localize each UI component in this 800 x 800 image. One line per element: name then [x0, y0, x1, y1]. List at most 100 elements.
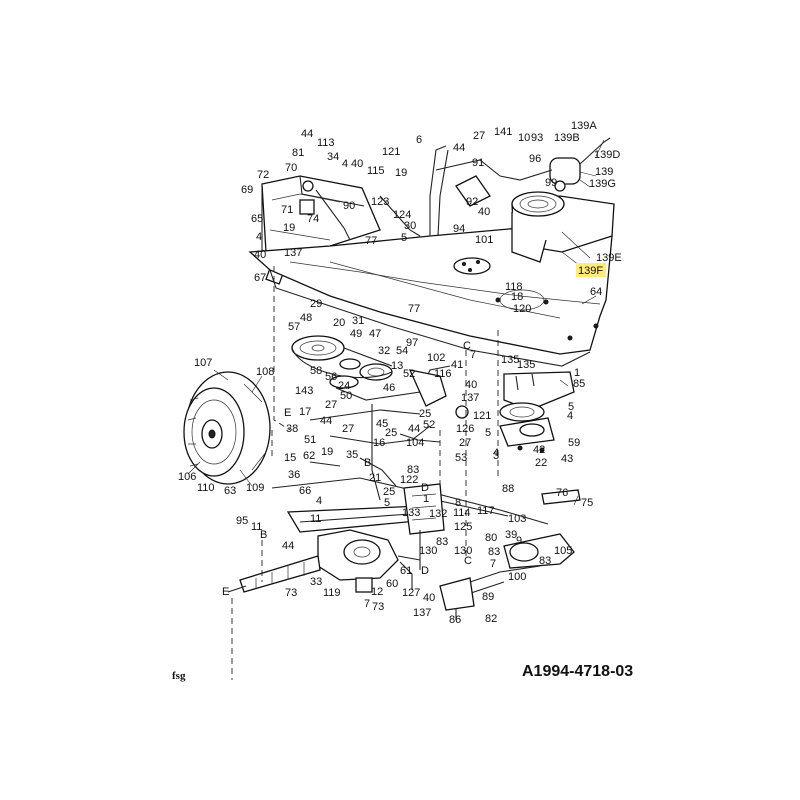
- callout-label: 43: [561, 453, 573, 465]
- callout-label: 31: [352, 315, 364, 327]
- callout-label: 36: [288, 469, 300, 481]
- callout-label: 83: [407, 464, 419, 476]
- callout-label: 91: [472, 157, 484, 169]
- callout-label: B: [260, 529, 267, 541]
- callout-label: 44: [282, 540, 294, 552]
- callout-label: 58: [310, 365, 322, 377]
- callout-label: 93: [531, 132, 543, 144]
- callout-label: 44: [408, 423, 420, 435]
- callout-label: 73: [372, 601, 384, 613]
- callout-label: 20: [333, 317, 345, 329]
- callout-label: 73: [285, 587, 297, 599]
- callout-label: 102: [427, 352, 445, 364]
- callout-label: 10: [518, 132, 530, 144]
- rear-wheel: [183, 371, 271, 485]
- callout-label: 1: [423, 493, 429, 505]
- callout-label: 95: [236, 515, 248, 527]
- callout-label: 45: [376, 418, 388, 430]
- callout-label: 44: [453, 142, 465, 154]
- callout-label: 53: [455, 452, 467, 464]
- pulley-belt-assembly: [291, 335, 469, 501]
- callout-label: 48: [300, 312, 312, 324]
- callout-label: 132: [429, 508, 447, 520]
- callout-label: 139: [595, 166, 613, 178]
- callout-label: 77: [408, 303, 420, 315]
- callout-label: 27: [325, 399, 337, 411]
- callout-label: 105: [554, 545, 572, 557]
- callout-label: 3: [493, 450, 499, 462]
- callout-label: 72: [257, 169, 269, 181]
- callout-label: 59: [568, 437, 580, 449]
- callout-label: 135: [501, 354, 519, 366]
- footer-note: fsg: [172, 670, 186, 682]
- callout-label: 103: [508, 513, 526, 525]
- callout-label: 5: [568, 401, 574, 413]
- callout-label: 100: [508, 571, 526, 583]
- callout-label: 141: [494, 126, 512, 138]
- callout-label-highlighted: 139F: [578, 265, 603, 277]
- callout-label: 7: [490, 558, 496, 570]
- callout-label: 21: [369, 472, 381, 484]
- callout-label: 34: [327, 151, 339, 163]
- callout-label: 137: [413, 607, 431, 619]
- callout-label: 119: [323, 587, 341, 599]
- callout-label: 30: [404, 220, 416, 232]
- callout-label: 5: [384, 497, 390, 509]
- callout-label: 25: [383, 486, 395, 498]
- callout-label: 52: [403, 368, 415, 380]
- callout-label: 11: [251, 521, 262, 533]
- callout-label: 7: [364, 598, 370, 610]
- callout-label: 83: [488, 546, 500, 558]
- callout-label: 60: [386, 578, 398, 590]
- callout-label: 114: [453, 507, 471, 519]
- callout-label: C: [464, 555, 472, 567]
- callout-label: 27: [342, 423, 354, 435]
- callout-label: 4: [493, 447, 499, 459]
- callout-label: 116: [434, 368, 452, 380]
- callout-label: 40: [465, 379, 477, 391]
- callout-label: 4: [316, 495, 322, 507]
- callout-label: 25: [385, 427, 397, 439]
- callout-label: 41: [451, 359, 463, 371]
- callout-label: 13: [391, 360, 403, 372]
- callout-label: 139G: [589, 178, 616, 190]
- callout-label: 17: [299, 406, 311, 418]
- callout-label: 9: [516, 535, 522, 547]
- callout-label: 19: [395, 167, 407, 179]
- callout-label: 40: [478, 206, 490, 218]
- callout-label: 107: [194, 357, 212, 369]
- callout-label: 46: [383, 382, 395, 394]
- callout-label: 125: [454, 521, 472, 533]
- callout-label: 18: [511, 291, 523, 303]
- callout-label: 4: [342, 158, 348, 170]
- main-frame: [248, 145, 613, 367]
- callout-label: 63: [224, 485, 236, 497]
- callout-label: 130: [454, 545, 472, 557]
- callout-leaders: [187, 139, 605, 506]
- callout-label: 64: [590, 286, 602, 298]
- callout-label: 50: [340, 390, 352, 402]
- highlight-139F: [576, 263, 606, 277]
- callout-label: 76: [556, 487, 568, 499]
- callout-label: 61: [400, 565, 412, 577]
- callout-label: 124: [393, 209, 411, 221]
- callout-label: 16: [373, 437, 385, 449]
- callout-label: 12: [371, 586, 383, 598]
- callout-label: 82: [485, 613, 497, 625]
- callout-label: 104: [406, 437, 424, 449]
- callout-label: 77: [365, 235, 377, 247]
- callout-label: 39: [505, 529, 517, 541]
- callout-label: 62: [303, 450, 315, 462]
- callout-label: 56: [325, 371, 337, 383]
- callout-label: 5: [485, 427, 491, 439]
- callout-label: 92: [466, 196, 478, 208]
- callout-label: 44: [320, 415, 332, 427]
- callout-label: 133: [402, 507, 420, 519]
- callout-label: 22: [535, 457, 547, 469]
- callout-label: 101: [475, 234, 493, 246]
- callout-label: D: [421, 565, 429, 577]
- callout-label: 135: [517, 359, 535, 371]
- callout-label: 137: [461, 392, 479, 404]
- callout-label: 117: [477, 505, 495, 517]
